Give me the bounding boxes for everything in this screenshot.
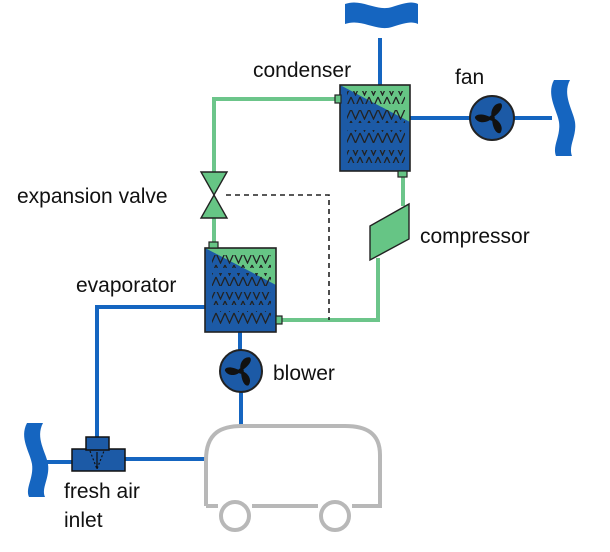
air-wave-icon-left: [24, 423, 49, 497]
refrigerant-line-evaporator-to-compressor: [281, 258, 380, 322]
label-blower: blower: [273, 362, 335, 385]
label-expansion-valve: expansion valve: [17, 185, 168, 208]
compressor: [369, 202, 410, 262]
label-condenser: condenser: [253, 59, 351, 82]
label-fresh-air: fresh air: [64, 480, 140, 503]
air-line-inlet-to-evaporator: [95, 305, 205, 442]
blower-fan-icon: [219, 349, 263, 393]
label-compressor: compressor: [420, 225, 530, 248]
air-wave-icon-top: [345, 2, 418, 29]
label-fan: fan: [455, 66, 484, 89]
bus-outline-icon: [204, 424, 382, 532]
label-inlet: inlet: [64, 509, 103, 532]
refrigerant-line-condenser-to-valve: [212, 97, 340, 172]
label-evaporator: evaporator: [76, 274, 176, 297]
air-wave-icon-right: [551, 80, 576, 156]
labels: condenser fan expansion valve compressor…: [17, 59, 530, 532]
fan-icon: [469, 95, 515, 141]
fresh-air-damper-icon: [71, 436, 126, 472]
expansion-valve-icon: [199, 171, 229, 219]
air-circuit: [45, 38, 552, 464]
evaporator: [204, 241, 283, 333]
condenser: [334, 84, 411, 178]
control-line: [226, 194, 330, 320]
